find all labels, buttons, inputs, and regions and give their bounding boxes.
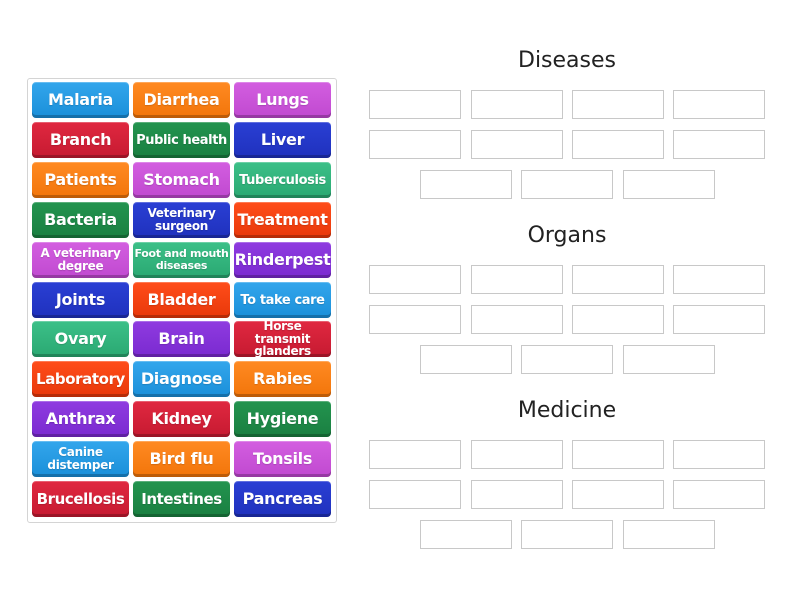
drop-slot-organs[interactable] xyxy=(369,265,461,294)
drop-slot-organs[interactable] xyxy=(369,305,461,334)
tile-tonsils[interactable]: Tonsils xyxy=(234,441,331,477)
drop-slot-diseases[interactable] xyxy=(471,90,563,119)
drop-slot-diseases[interactable] xyxy=(420,170,512,199)
tile-rinderpest[interactable]: Rinderpest xyxy=(234,242,331,278)
group-title-diseases: Diseases xyxy=(518,48,616,73)
drop-slot-organs[interactable] xyxy=(572,305,664,334)
tile-bladder[interactable]: Bladder xyxy=(133,282,230,318)
drop-slot-medicine[interactable] xyxy=(572,440,664,469)
drop-slot-medicine[interactable] xyxy=(673,440,765,469)
drop-slot-organs[interactable] xyxy=(521,345,613,374)
tile-laboratory[interactable]: Laboratory xyxy=(32,361,129,397)
tile-public-health[interactable]: Public health xyxy=(133,122,230,158)
drop-slot-diseases[interactable] xyxy=(673,90,765,119)
tile-branch[interactable]: Branch xyxy=(32,122,129,158)
drop-slot-organs[interactable] xyxy=(471,305,563,334)
drop-slot-diseases[interactable] xyxy=(471,130,563,159)
drop-slot-medicine[interactable] xyxy=(420,520,512,549)
tile-tuberculosis[interactable]: Tuberculosis xyxy=(234,162,331,198)
tile-anthrax[interactable]: Anthrax xyxy=(32,401,129,437)
tile-pancreas[interactable]: Pancreas xyxy=(234,481,331,517)
tile-diagnose[interactable]: Diagnose xyxy=(133,361,230,397)
tile-canine-distemper[interactable]: Canine distemper xyxy=(32,441,129,477)
tile-brucellosis[interactable]: Brucellosis xyxy=(32,481,129,517)
tile-a-veterinary-degree[interactable]: A veterinary degree xyxy=(32,242,129,278)
tile-patients[interactable]: Patients xyxy=(32,162,129,198)
group-title-organs: Organs xyxy=(527,223,607,248)
drop-slot-diseases[interactable] xyxy=(623,170,715,199)
tile-malaria[interactable]: Malaria xyxy=(32,82,129,118)
tile-rabies[interactable]: Rabies xyxy=(234,361,331,397)
tile-ovary[interactable]: Ovary xyxy=(32,321,129,357)
drop-slot-organs[interactable] xyxy=(420,345,512,374)
tile-horse-transmit-glanders[interactable]: Horse transmit glanders xyxy=(234,321,331,357)
tile-brain[interactable]: Brain xyxy=(133,321,230,357)
drop-slot-diseases[interactable] xyxy=(572,90,664,119)
tile-foot-and-mouth-diseases[interactable]: Foot and mouth diseases xyxy=(133,242,230,278)
tile-kidney[interactable]: Kidney xyxy=(133,401,230,437)
drop-slot-medicine[interactable] xyxy=(471,440,563,469)
drop-slot-organs[interactable] xyxy=(623,345,715,374)
tile-treatment[interactable]: Treatment xyxy=(234,202,331,238)
drop-slot-diseases[interactable] xyxy=(572,130,664,159)
tile-diarrhea[interactable]: Diarrhea xyxy=(133,82,230,118)
drop-slot-diseases[interactable] xyxy=(369,90,461,119)
tile-lungs[interactable]: Lungs xyxy=(234,82,331,118)
tile-intestines[interactable]: Intestines xyxy=(133,481,230,517)
drop-slot-medicine[interactable] xyxy=(623,520,715,549)
drop-slot-medicine[interactable] xyxy=(673,480,765,509)
tile-bacteria[interactable]: Bacteria xyxy=(32,202,129,238)
drop-slot-medicine[interactable] xyxy=(471,480,563,509)
tile-stomach[interactable]: Stomach xyxy=(133,162,230,198)
tile-joints[interactable]: Joints xyxy=(32,282,129,318)
drop-slot-organs[interactable] xyxy=(673,305,765,334)
tile-veterinary-surgeon[interactable]: Veterinary surgeon xyxy=(133,202,230,238)
drop-slot-diseases[interactable] xyxy=(673,130,765,159)
drop-slot-organs[interactable] xyxy=(673,265,765,294)
group-title-medicine: Medicine xyxy=(517,398,617,423)
drop-slot-medicine[interactable] xyxy=(521,520,613,549)
tile-bird-flu[interactable]: Bird flu xyxy=(133,441,230,477)
drop-slot-diseases[interactable] xyxy=(369,130,461,159)
tile-liver[interactable]: Liver xyxy=(234,122,331,158)
drop-slot-medicine[interactable] xyxy=(369,440,461,469)
tile-hygiene[interactable]: Hygiene xyxy=(234,401,331,437)
tile-to-take-care[interactable]: To take care xyxy=(234,282,331,318)
drop-slot-medicine[interactable] xyxy=(369,480,461,509)
drop-slot-diseases[interactable] xyxy=(521,170,613,199)
drop-slot-organs[interactable] xyxy=(471,265,563,294)
drop-slot-organs[interactable] xyxy=(572,265,664,294)
drop-slot-medicine[interactable] xyxy=(572,480,664,509)
